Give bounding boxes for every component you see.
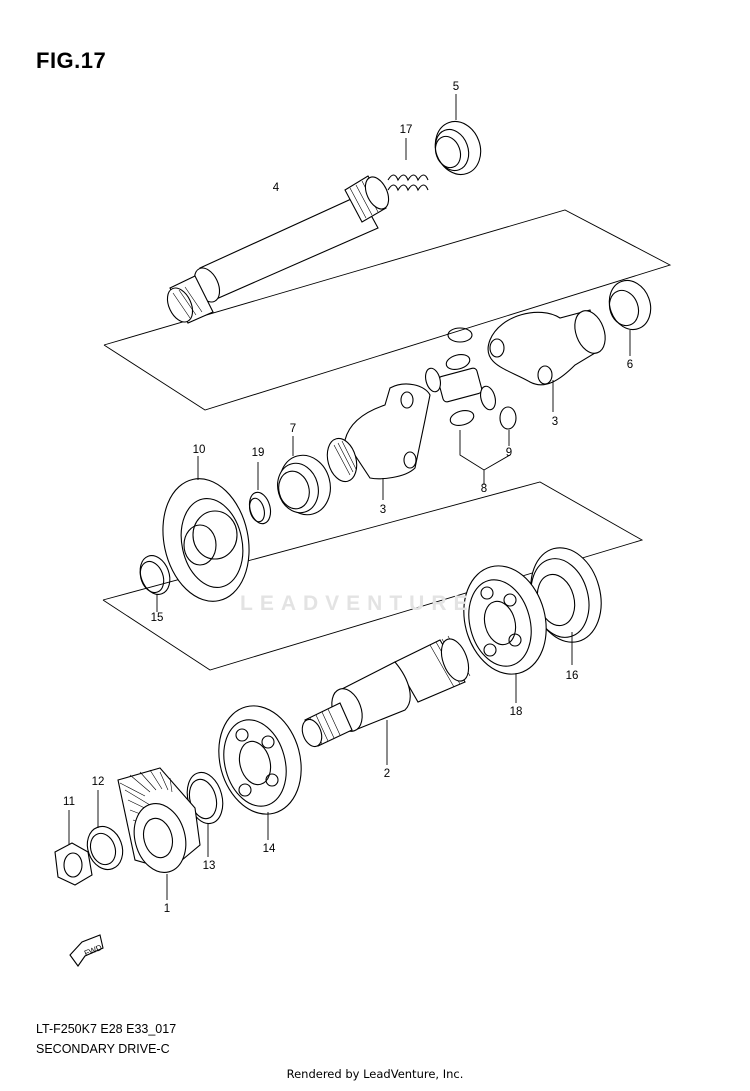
part-8-spider	[425, 327, 511, 485]
part-10-housing	[162, 456, 250, 602]
callout-15[interactable]: 15	[150, 612, 164, 624]
part-2-output-shaft	[301, 635, 471, 765]
part-17-spring	[387, 138, 429, 192]
part-15-oring	[139, 555, 171, 612]
callout-9[interactable]: 9	[505, 447, 513, 459]
part-12-washer	[86, 790, 124, 871]
part-9-circlip	[499, 406, 517, 446]
callout-3-upper[interactable]: 3	[551, 416, 559, 428]
part-14-bearing	[218, 705, 302, 840]
part-6-seal	[608, 279, 652, 356]
section-name: SECONDARY DRIVE-C	[36, 1042, 170, 1056]
callout-3-middle[interactable]: 3	[379, 504, 387, 516]
callout-5[interactable]: 5	[452, 81, 460, 93]
fwd-arrow-icon	[69, 934, 104, 967]
callout-17[interactable]: 17	[399, 124, 413, 136]
callout-11[interactable]: 11	[63, 796, 75, 808]
part-18-bearing	[463, 565, 547, 703]
figure-title: FIG.17	[36, 48, 107, 73]
callout-19[interactable]: 19	[251, 447, 265, 459]
lower-frame	[102, 481, 644, 671]
callout-1[interactable]: 1	[163, 903, 171, 915]
part-1-bevel-gear	[117, 767, 201, 900]
callout-16[interactable]: 16	[565, 670, 579, 682]
part-19-circlip	[248, 462, 272, 525]
callout-6[interactable]: 6	[626, 359, 634, 371]
part-4-shaft	[166, 175, 390, 324]
footer-credit: Rendered by LeadVenture, Inc.	[286, 1067, 464, 1081]
callout-8[interactable]: 8	[480, 483, 488, 495]
callout-2[interactable]: 2	[383, 768, 391, 780]
part-3-yoke-middle	[326, 383, 431, 500]
callout-7[interactable]: 7	[289, 423, 297, 435]
callout-10[interactable]: 10	[192, 444, 206, 456]
part-7-bearing	[277, 436, 331, 516]
model-code: LT-F250K7 E28 E33_017	[36, 1022, 177, 1036]
callout-4[interactable]: 4	[272, 182, 280, 194]
callout-14[interactable]: 14	[262, 843, 276, 855]
upper-frame	[103, 209, 672, 411]
watermark: LEADVENTURE	[240, 592, 475, 615]
callout-13[interactable]: 13	[202, 860, 216, 872]
part-5-seal	[434, 94, 482, 176]
callout-18[interactable]: 18	[509, 706, 523, 718]
part-3-yoke-upper	[487, 309, 606, 412]
part-11-nut	[54, 810, 93, 886]
callout-12[interactable]: 12	[91, 776, 105, 788]
